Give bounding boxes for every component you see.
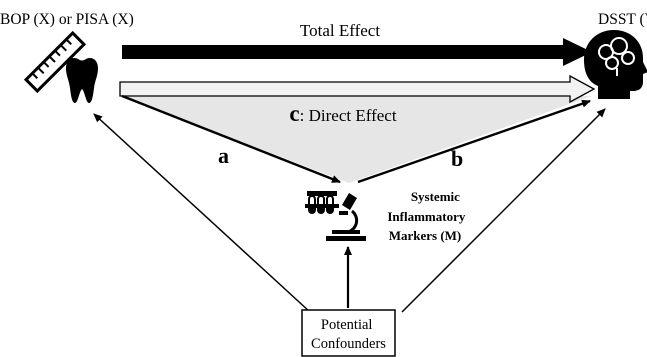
path-b-arrow: [357, 99, 591, 184]
path-a-label: a: [218, 143, 229, 168]
confounder-to-outcome-arrow: [401, 108, 606, 313]
outcome-label: DSST (Y): [598, 11, 647, 28]
direct-effect-label: c: Direct Effect: [289, 101, 396, 126]
mediator-label: Systemic Inflammatory Markers (M): [387, 189, 468, 243]
mediator-label-line-1: Systemic: [411, 189, 460, 204]
total-effect-arrow: [122, 38, 592, 66]
mediator-label-line-2: Inflammatory: [387, 209, 465, 224]
path-b-label: b: [451, 146, 463, 171]
direct-effect-text: : Direct Effect: [300, 106, 397, 125]
head-with-brain-icon: [584, 30, 647, 99]
confounders-label-line-2: Confounders: [311, 336, 386, 352]
confounder-to-exposure-arrow: [93, 113, 311, 313]
microscope-with-test-tubes-icon: [305, 191, 366, 241]
direct-effect-letter: c: [289, 101, 299, 126]
confounders-label: Potential Confounders: [311, 317, 386, 352]
confounders-box: Potential Confounders: [301, 309, 396, 357]
mediation-triangle: [122, 96, 592, 183]
total-effect-label: Total Effect: [300, 21, 380, 40]
path-a-arrow: [121, 94, 341, 184]
confounders-label-line-1: Potential: [321, 317, 373, 333]
exposure-label: BOP (X) or PISA (X): [0, 11, 134, 28]
direct-effect-arrow: [119, 74, 596, 104]
tooth-with-ruler-icon: [23, 30, 98, 103]
mediator-label-line-3: Markers (M): [389, 228, 462, 243]
